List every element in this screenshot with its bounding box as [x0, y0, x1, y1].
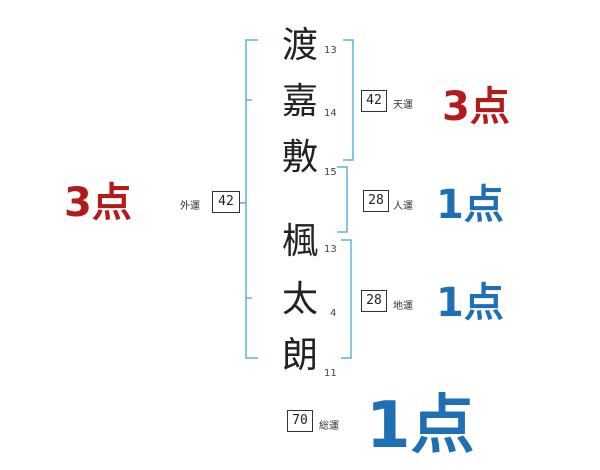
stroke-count-6: 11 — [324, 368, 337, 379]
chiun-score: 1点 — [436, 280, 504, 326]
stroke-count-1: 13 — [324, 45, 337, 56]
stroke-count-4: 13 — [324, 244, 337, 255]
jinun-score: 1点 — [436, 182, 504, 228]
stroke-count-5: 4 — [330, 308, 337, 319]
stroke-count-2: 14 — [324, 108, 337, 119]
name-char-2: 嘉 — [281, 81, 318, 122]
tenun-value-box: 42 — [361, 90, 387, 112]
tenun-label: 天運 — [393, 100, 413, 111]
tenun-bracket — [343, 39, 354, 161]
gaiun-label: 外運 — [180, 201, 200, 212]
name-char-3: 敷 — [281, 137, 318, 178]
outer-bracket — [245, 39, 258, 359]
chiun-value-box: 28 — [361, 290, 387, 312]
chiun-bracket — [341, 239, 352, 359]
tenun-score: 3点 — [442, 84, 510, 130]
souun-label: 総運 — [319, 421, 339, 432]
jinun-label: 人運 — [393, 201, 413, 212]
name-char-6: 朗 — [281, 335, 318, 376]
gaiun-score: 3点 — [64, 180, 132, 226]
stroke-count-3: 15 — [324, 167, 337, 178]
name-char-1: 渡 — [281, 25, 318, 66]
souun-score: 1点 — [366, 389, 475, 463]
gaiun-value-box: 42 — [212, 191, 240, 213]
jinun-value-box: 28 — [363, 190, 389, 212]
souun-value-box: 70 — [287, 410, 313, 432]
name-char-4: 楓 — [281, 221, 318, 262]
chiun-label: 地運 — [393, 301, 413, 312]
name-char-5: 太 — [281, 279, 318, 320]
jinun-bracket — [337, 166, 348, 233]
